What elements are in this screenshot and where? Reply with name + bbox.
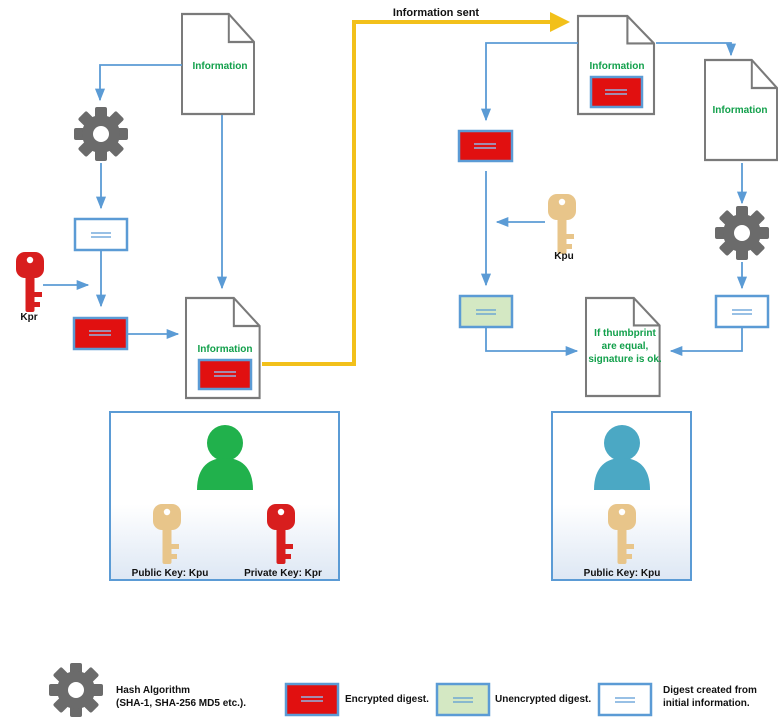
information-sent-label: Information sent	[393, 7, 480, 19]
legend-hash-line1: Hash Algorithm	[116, 685, 190, 696]
verify-text-line3: signature is ok.	[588, 354, 662, 365]
digest-box	[714, 294, 770, 329]
encrypted-digest-box	[284, 682, 340, 717]
sender-private-key-label: Private Key: Kpr	[244, 568, 322, 579]
encrypted-digest-box	[72, 316, 129, 351]
kpu-label: Kpu	[554, 251, 573, 262]
plain-document-label: Information	[713, 105, 768, 116]
gear-icon	[715, 206, 769, 260]
gear-icon	[74, 107, 128, 161]
digest-box	[597, 682, 653, 717]
arrow-digest-to-compare	[669, 327, 743, 357]
legend: Hash Algorithm (SHA-1, SHA-256 MD5 etc.)…	[49, 663, 757, 717]
arrow-to-plain-document	[656, 42, 737, 57]
signed-document-label: Information	[198, 344, 253, 355]
encrypted-digest-box	[457, 129, 514, 163]
verify-text-line2: are equal,	[602, 341, 649, 352]
gear-icon	[49, 663, 103, 717]
user-icon	[197, 425, 253, 490]
unencrypted-digest-box	[435, 682, 491, 717]
user-icon	[594, 425, 650, 490]
received-document-label: Information	[590, 61, 645, 72]
legend-digest-line1: Digest created from	[663, 685, 757, 696]
legend-unencrypted: Unencrypted digest.	[495, 694, 591, 705]
encrypted-digest-box	[197, 358, 253, 391]
receiver-public-key-label: Public Key: Kpu	[584, 568, 661, 579]
legend-hash-line2: (SHA-1, SHA-256 MD5 etc.).	[116, 698, 246, 709]
digest-box	[73, 217, 129, 252]
legend-encrypted: Encrypted digest.	[345, 694, 429, 705]
sender-public-key-label: Public Key: Kpu	[132, 568, 209, 579]
sender-panel: Public Key: Kpu Private Key: Kpr	[109, 411, 340, 581]
arrow-doc-to-hash	[94, 64, 182, 102]
arrow-to-encrypted-digest	[480, 42, 578, 122]
legend-digest-line2: initial information.	[663, 698, 750, 709]
kpr-label: Kpr	[20, 312, 37, 323]
unencrypted-digest-box	[458, 294, 514, 329]
private-key-icon	[16, 252, 44, 312]
receiver-panel: Public Key: Kpu	[551, 411, 692, 581]
verify-text-line1: If thumbprint	[594, 328, 656, 339]
arrow-decrypted-to-compare	[485, 327, 579, 357]
public-key-icon	[548, 194, 576, 254]
source-document-label: Information	[193, 61, 248, 72]
encrypted-digest-box	[589, 75, 644, 109]
transfer-arrow	[262, 12, 570, 366]
